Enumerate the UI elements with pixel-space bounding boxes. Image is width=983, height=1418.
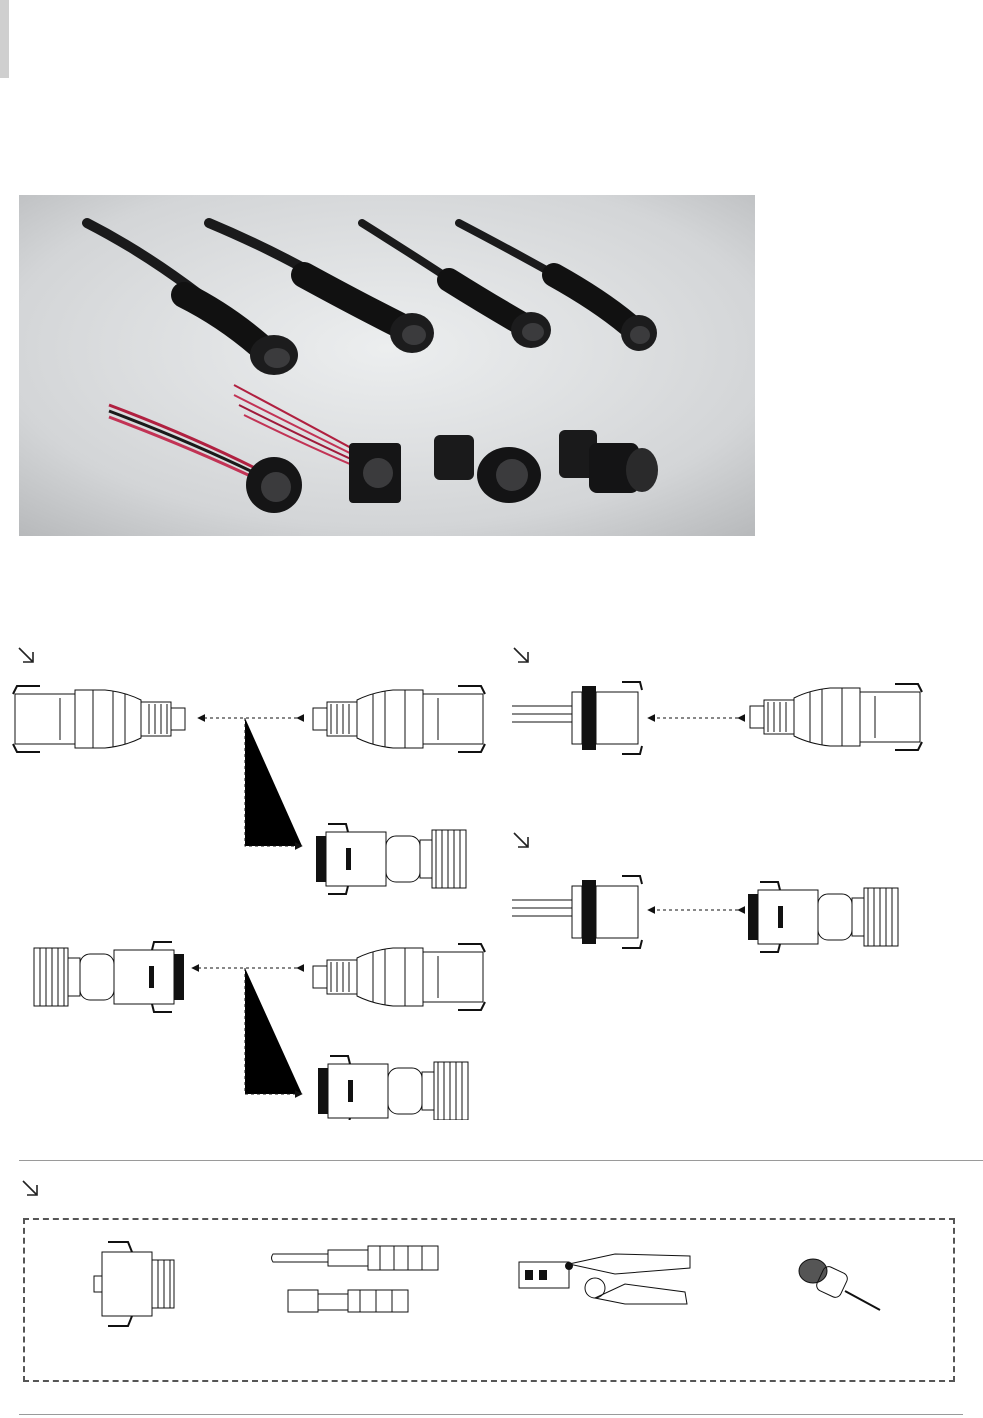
diagram-a-target-2 — [316, 824, 466, 894]
diagram-a-source — [13, 686, 185, 752]
crimp-contacts-drawing — [268, 1240, 443, 1325]
arrow-down-right-icon — [16, 645, 36, 665]
footer-rule — [19, 1414, 963, 1415]
diagram-c-source — [512, 682, 642, 754]
diagram-b-target-2 — [318, 1056, 468, 1120]
extraction-tool-drawing — [795, 1255, 885, 1315]
diagram-c-target — [750, 684, 922, 750]
crimp-tool-drawing — [515, 1244, 695, 1314]
diagram-b-source — [34, 942, 184, 1012]
diagram-d-target — [748, 882, 898, 952]
product-photo — [19, 195, 755, 536]
page-tab-marker — [0, 0, 9, 78]
diagram-a-target-1 — [313, 686, 485, 752]
protective-cap-drawing — [80, 1238, 190, 1333]
arrow-down-right-icon — [511, 645, 531, 665]
arrow-down-right-icon — [20, 1178, 40, 1198]
diagram-d-source — [512, 876, 642, 948]
diagram-b-target-1 — [313, 944, 485, 1010]
mating-diagrams — [0, 670, 983, 1120]
section-divider — [19, 1160, 983, 1161]
